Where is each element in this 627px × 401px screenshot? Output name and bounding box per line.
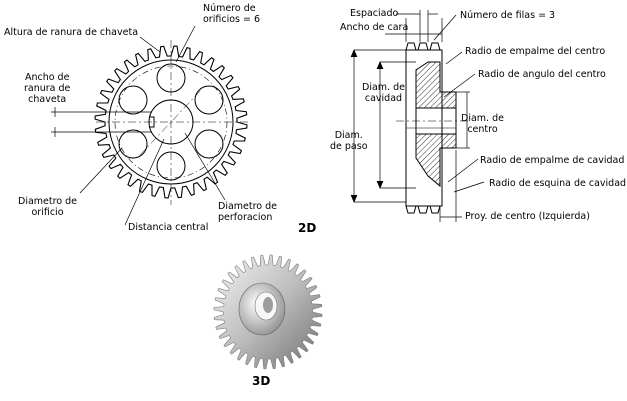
hub-diameter-label: Diam. de centro xyxy=(461,113,504,135)
keyway-height-label: Altura de ranura de chaveta xyxy=(4,27,139,38)
view-3d-tag: 3D xyxy=(252,374,271,388)
spacing-label: Espaciado xyxy=(350,8,399,19)
keyway-width-label: Ancho de ranura de chaveta xyxy=(24,72,71,105)
keyway xyxy=(149,116,155,128)
pitch-diameter-label: Diam. de paso xyxy=(330,130,368,152)
face-width-label: Ancho de cara xyxy=(340,22,409,33)
cavity-corner-radius-label: Radio de esquina de cavidad xyxy=(489,178,627,189)
hole-5 xyxy=(118,129,148,159)
hub-projection-label: Proy. de centro (Izquierda) xyxy=(465,211,590,222)
hub-section-bottom xyxy=(415,133,457,188)
view-2d-tag: 2D xyxy=(298,221,317,235)
center-distance-label: Distancia central xyxy=(128,222,209,233)
hole-6 xyxy=(118,85,148,115)
gear-3d-render xyxy=(213,254,323,370)
cavity-fillet-radius-label: Radio de empalme de cavidad xyxy=(480,155,625,166)
hole-3 xyxy=(194,129,224,159)
hub-section-top xyxy=(415,61,457,109)
hole-count-label: Número de orificios = 6 xyxy=(203,3,261,25)
front-view-gear xyxy=(94,40,250,205)
row-count-label: Número de filas = 3 xyxy=(460,10,556,21)
hole-2 xyxy=(194,85,224,115)
side-view-dimensions xyxy=(350,10,485,222)
bore-diameter-label: Diametro de perforacion xyxy=(218,201,278,223)
side-view-section xyxy=(396,42,470,214)
hub-fillet-radius-label: Radio de empalme del centro xyxy=(465,46,606,57)
cavity-diameter-label: Diam. de cavidad xyxy=(362,82,405,104)
hub-angle-radius-label: Radio de angulo del centro xyxy=(478,69,606,80)
front-view-leaders xyxy=(51,25,226,226)
hole-diameter-label: Diametro de orificio xyxy=(18,196,78,218)
